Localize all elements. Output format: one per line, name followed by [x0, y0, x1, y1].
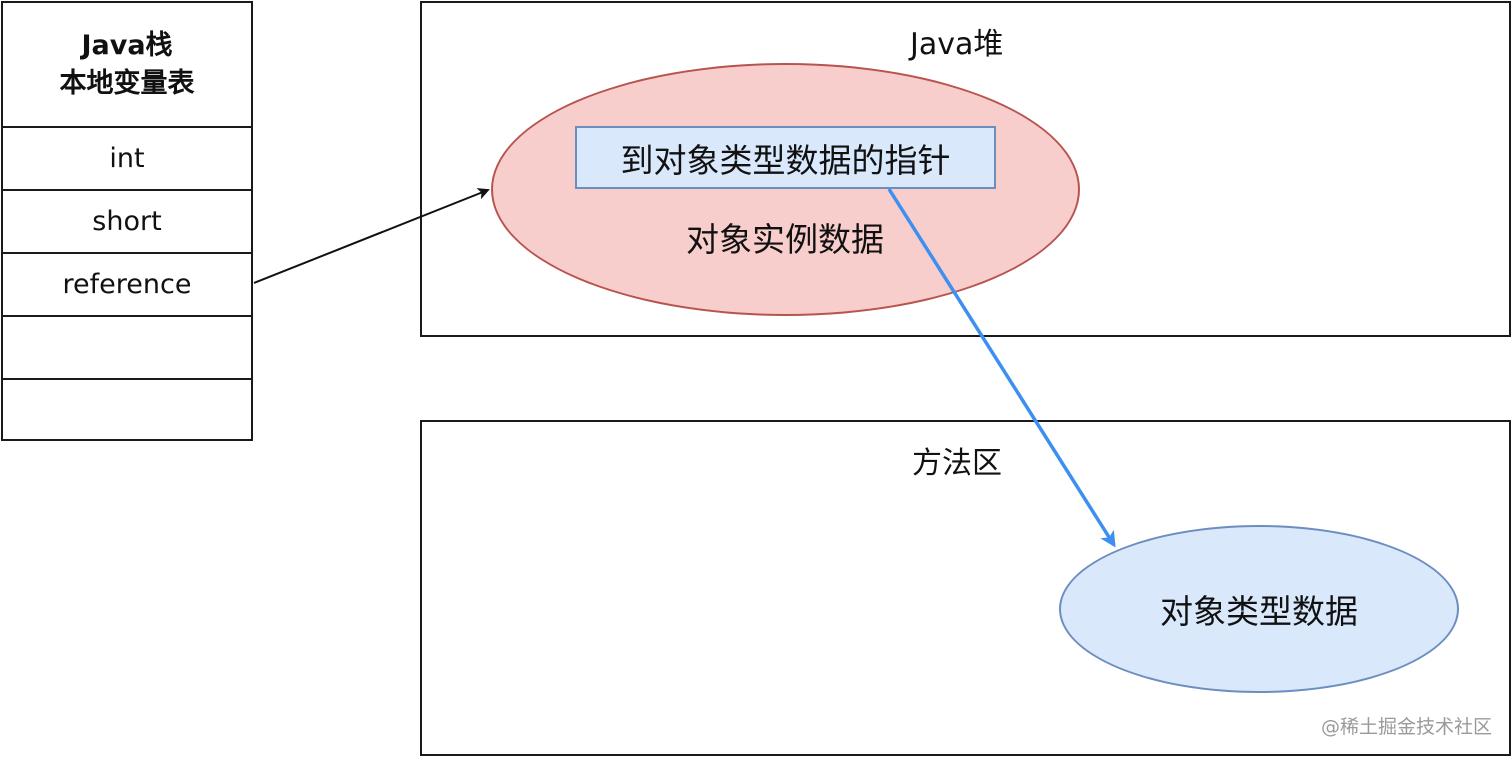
stack-row-empty	[3, 317, 251, 380]
java-heap-title: Java堆	[910, 27, 1004, 62]
type-pointer-box: 到对象类型数据的指针	[575, 126, 996, 189]
stack-row-empty	[3, 380, 251, 442]
object-type-ellipse: 对象类型数据	[1059, 525, 1459, 693]
stack-row-short: short	[3, 191, 251, 254]
object-type-label: 对象类型数据	[1160, 592, 1358, 631]
stack-row-label: int	[109, 143, 145, 174]
object-instance-ellipse	[491, 63, 1080, 316]
watermark: @稀土掘金技术社区	[1320, 716, 1492, 738]
stack-row-label: reference	[62, 269, 192, 300]
method-area-title: 方法区	[912, 446, 1002, 481]
stack-row-reference: reference	[3, 254, 251, 317]
type-pointer-label: 到对象类型数据的指针	[620, 140, 951, 180]
java-stack-header: Java栈 本地变量表	[3, 3, 251, 128]
java-stack-title: Java栈	[81, 29, 173, 61]
object-instance-label: 对象实例数据	[686, 220, 884, 259]
stack-row-label: short	[92, 206, 162, 237]
local-variable-table-title: 本地变量表	[59, 67, 195, 99]
stack-row-int: int	[3, 128, 251, 191]
java-stack-table: Java栈 本地变量表 int short reference	[1, 1, 253, 441]
